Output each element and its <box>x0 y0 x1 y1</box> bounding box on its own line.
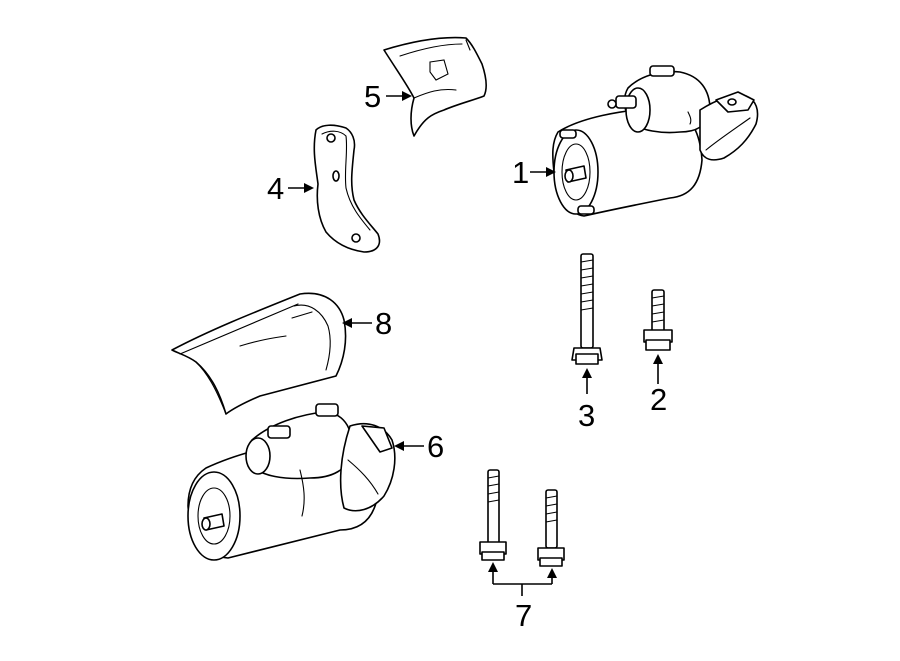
part-8-heat-shield <box>171 292 347 415</box>
callout-arrows <box>288 91 663 596</box>
callout-4: 4 <box>267 171 285 206</box>
part-7-bolts <box>479 469 565 567</box>
part-4-bracket <box>313 124 381 253</box>
callout-1: 1 <box>512 155 530 190</box>
callout-5: 5 <box>364 79 382 114</box>
callout-3: 3 <box>578 398 596 433</box>
callout-2: 2 <box>650 382 668 417</box>
callout-6: 6 <box>427 429 445 464</box>
part-2-bolt <box>643 289 673 351</box>
part-1-starter-motor <box>552 65 759 217</box>
part-3-bolt <box>571 253 603 365</box>
part-6-starter-motor <box>187 403 396 561</box>
callout-7: 7 <box>515 598 533 633</box>
part-5-heat-shield <box>383 36 487 137</box>
callout-8: 8 <box>375 306 393 341</box>
